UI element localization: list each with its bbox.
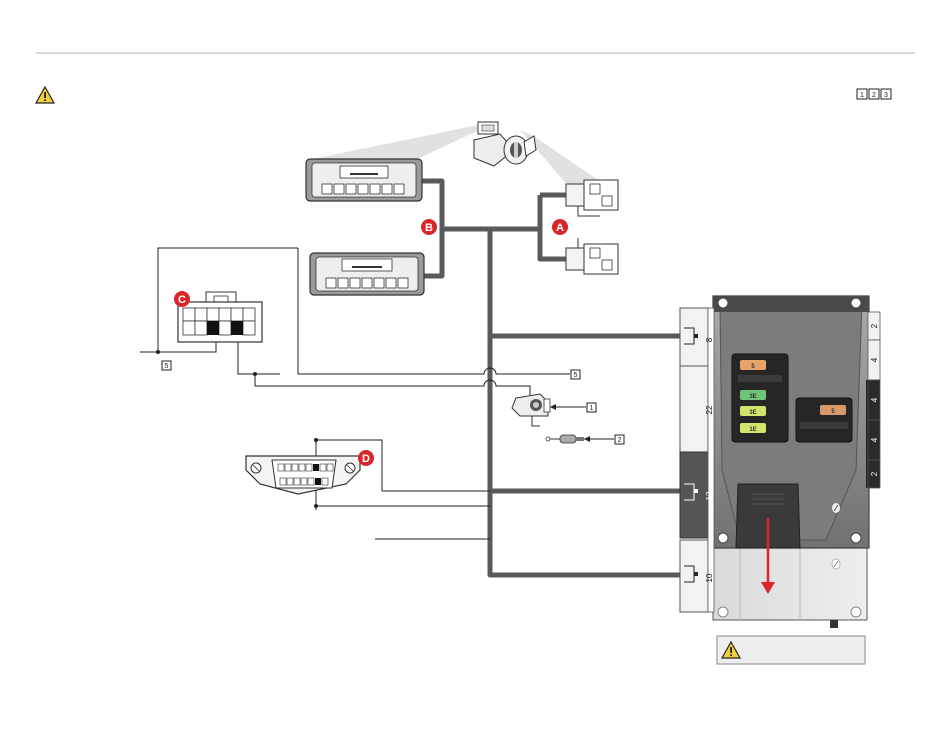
- view-beam-left: [308, 125, 490, 160]
- marker-b: B: [421, 219, 437, 235]
- fuse-2: 3E: [749, 394, 756, 400]
- ignition-lock-icon: [474, 122, 536, 166]
- callout-2-probe: 2: [615, 435, 624, 444]
- marker-d: D: [358, 450, 374, 466]
- marker-c: C: [174, 291, 190, 307]
- side-4a-label: 4: [870, 357, 879, 362]
- callout-5-left: 5: [162, 361, 171, 370]
- module-connector-strip: [680, 308, 714, 612]
- svg-text:5: 5: [165, 363, 169, 370]
- side-4c-label: 4: [870, 437, 879, 442]
- svg-text:C: C: [178, 294, 186, 306]
- callout-1-sensor: 1: [587, 403, 596, 412]
- callout-2: 2: [872, 92, 876, 99]
- main-harness: [422, 181, 682, 575]
- side-4b-label: 4: [870, 397, 879, 402]
- svg-text:D: D: [362, 453, 370, 465]
- fuse-4: 1E: [749, 427, 756, 433]
- marker-a: A: [552, 219, 568, 235]
- warning-icon: [36, 87, 54, 103]
- connector-a-upper: [566, 180, 618, 216]
- svg-text:A: A: [556, 222, 564, 234]
- connector-b-lower: [310, 253, 424, 295]
- connector-10-label: 10: [705, 573, 714, 582]
- side-2a-label: 2: [870, 323, 879, 328]
- svg-text:1: 1: [590, 405, 594, 412]
- obd-connector-d: [246, 456, 360, 494]
- callout-1: 1: [860, 92, 864, 99]
- connector-22-label: 22: [705, 405, 714, 414]
- svg-text:5: 5: [574, 372, 578, 379]
- callout-5-right: 5: [571, 370, 580, 379]
- control-module: 5 3E 3E 1E 5: [713, 296, 878, 628]
- connector-12-label: 12: [705, 491, 714, 500]
- fuse-3: 3E: [749, 410, 756, 416]
- svg-text:2: 2: [618, 437, 622, 444]
- probe-icon: [546, 435, 614, 443]
- side-2b-label: 2: [870, 471, 879, 476]
- connector-b-upper: [306, 159, 422, 201]
- connector-a-lower: [566, 238, 618, 274]
- callout-3: 3: [884, 92, 888, 99]
- svg-text:B: B: [425, 222, 433, 234]
- callout-legend: 1 2 3: [857, 89, 891, 99]
- bottom-warning-box: [717, 636, 865, 664]
- sensor-icon: [512, 394, 586, 426]
- connector-8-label: 8: [705, 337, 714, 342]
- connector-c: [178, 292, 262, 342]
